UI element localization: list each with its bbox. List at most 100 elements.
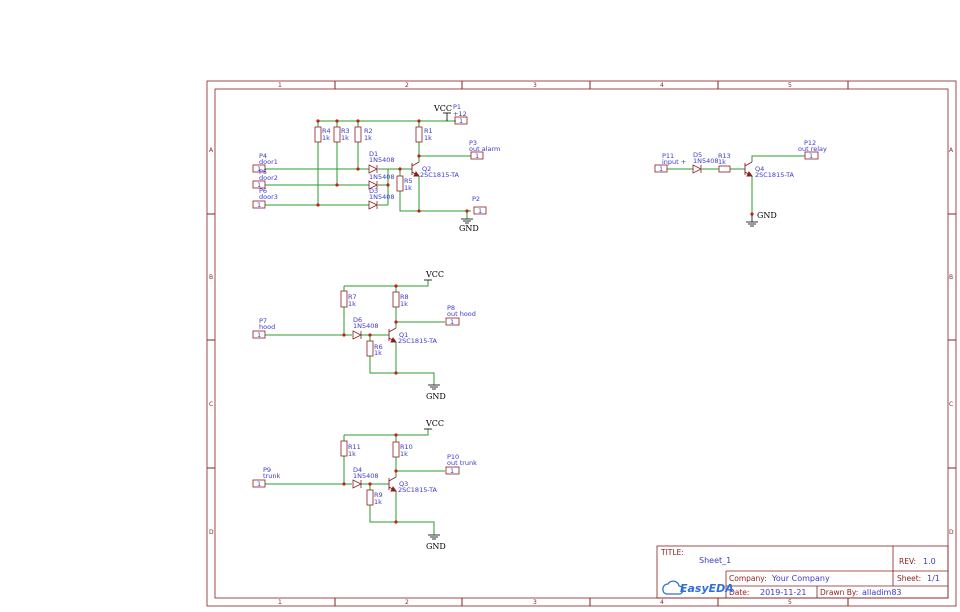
vcc-symbol: VCC — [433, 104, 452, 121]
row-label: D — [209, 529, 214, 536]
connector-p2[interactable]: 1 P2 — [472, 195, 487, 215]
connector-p6[interactable]: 1 P6 door3 — [252, 187, 278, 209]
connector-p4[interactable]: 1 P4 door1 — [252, 152, 278, 173]
connector-p8[interactable]: 1 P8 out hood — [445, 304, 476, 326]
d1-ref: D1 — [369, 150, 378, 158]
d4-symbol — [352, 479, 362, 489]
connector-name: hood — [259, 323, 275, 331]
rev-value: 1.0 — [923, 557, 936, 566]
d5-symbol — [692, 164, 702, 174]
r4-value: 1k — [322, 134, 330, 142]
connector-pin: 1 — [459, 117, 463, 125]
col-label: 3 — [533, 599, 537, 606]
row-label: B — [949, 274, 953, 281]
d5-value: 1N5408 — [693, 157, 719, 165]
connector-ref: P2 — [472, 195, 480, 203]
row-label: C — [209, 401, 213, 408]
col-label: 2 — [405, 599, 409, 606]
r6-value: 1k — [374, 349, 382, 357]
rev-label: REV: — [899, 557, 916, 566]
company-value: Your Company — [771, 574, 830, 583]
r1-body — [415, 126, 423, 143]
sheet-frame — [206, 80, 957, 607]
connector-p5[interactable]: 1 P5 door2 — [252, 168, 278, 189]
connector-p9[interactable]: 1 P9 trunk — [252, 466, 280, 488]
r2-body — [354, 126, 362, 143]
resistor-bodies-hood — [340, 290, 400, 357]
connector-p7[interactable]: 1 P7 hood — [252, 317, 275, 339]
sheet-value: 1/1 — [927, 574, 940, 583]
col-label: 2 — [405, 82, 409, 89]
connector-ref: P11 — [662, 152, 674, 160]
row-label: A — [949, 147, 954, 154]
date-value: 2019-11-21 — [760, 588, 807, 597]
connector-ref: P12 — [804, 139, 816, 147]
r10-value: 1k — [400, 450, 408, 458]
wires-relay — [667, 155, 805, 215]
connector-pin: 1 — [659, 165, 663, 173]
cloud-icon — [662, 580, 684, 595]
q4-value: 2SC1815-TA — [755, 171, 795, 179]
d6-value: 1N5408 — [353, 322, 379, 330]
connector-name: door2 — [259, 174, 278, 182]
drawn-by-value: alladim83 — [862, 588, 902, 597]
junctions-hood — [342, 284, 398, 375]
r9-value: 1k — [374, 498, 382, 506]
vcc-label: VCC — [433, 104, 452, 113]
r13-ref: R13 — [718, 152, 731, 160]
q2-value: 2SC1815-TA — [420, 171, 460, 179]
sheet-label: Sheet: — [897, 574, 921, 583]
r4-body — [314, 126, 322, 143]
d4-ref: D4 — [353, 466, 362, 474]
logo-text: EasyEDA — [680, 582, 734, 595]
r3-value: 1k — [341, 134, 349, 142]
vcc-label: VCC — [425, 270, 444, 279]
q1-ref: Q1 — [399, 331, 408, 339]
col-label: 1 — [278, 82, 282, 89]
r7-ref: R7 — [348, 293, 357, 301]
r13-body — [718, 165, 731, 173]
q3-symbol — [388, 476, 397, 492]
r5-body — [396, 175, 404, 192]
r4-ref: R4 — [322, 127, 331, 135]
connector-name: out hood — [447, 310, 476, 318]
diode-symbols-door-alarm — [368, 164, 378, 210]
q4-ref: Q4 — [755, 165, 764, 173]
frame-column-labels-bottom: 1 2 3 4 5 — [278, 599, 792, 606]
d3-ref: D3 — [369, 187, 378, 195]
connector-name: out trunk — [447, 459, 477, 467]
drawn-by-label: Drawn By: — [820, 588, 858, 597]
r5-value: 1k — [404, 184, 412, 192]
wires-trunk — [265, 429, 445, 535]
company-label: Company: — [729, 574, 767, 583]
d6-ref: D6 — [353, 316, 362, 324]
connector-p11[interactable]: 1 P11 input + — [654, 152, 686, 173]
d5-ref: D5 — [693, 151, 702, 159]
r13-value: 1k — [718, 158, 726, 166]
connector-name: out alarm — [469, 145, 500, 153]
connector-pin: 1 — [257, 480, 261, 488]
r11-ref: R11 — [348, 443, 361, 451]
connector-p10[interactable]: 1 P10 out trunk — [445, 453, 477, 475]
col-label: 1 — [278, 599, 282, 606]
r7-value: 1k — [348, 300, 356, 308]
r3-ref: R3 — [341, 127, 350, 135]
easyeda-logo: EasyEDA — [662, 580, 734, 595]
connector-p1[interactable]: 1 P1 +12 — [453, 103, 468, 125]
r1-value: 1k — [424, 134, 432, 142]
connector-ref: P8 — [447, 304, 455, 312]
circuit-relay: GND 1 P11 input + 1 P12 out relay D5 1N5… — [654, 139, 827, 227]
circuit-trunk: VCC GND 1 P9 trunk 1 P10 out trunk R11 1… — [252, 419, 477, 551]
connector-p3[interactable]: 1 P3 out alarm — [469, 139, 500, 160]
vcc-symbol-trunk: VCC — [424, 419, 444, 430]
connector-ref: P6 — [259, 187, 267, 195]
gnd-symbol-trunk — [428, 534, 440, 540]
row-label: B — [209, 274, 213, 281]
r1-ref: R1 — [424, 127, 433, 135]
d4-value: 1N5408 — [353, 472, 379, 480]
connector-p12[interactable]: 1 P12 out relay — [798, 139, 827, 160]
connector-name: trunk — [263, 472, 280, 480]
d1-value: 1N5408 — [369, 156, 395, 164]
gnd-label: GND — [459, 224, 479, 233]
gnd-label: GND — [426, 392, 446, 401]
